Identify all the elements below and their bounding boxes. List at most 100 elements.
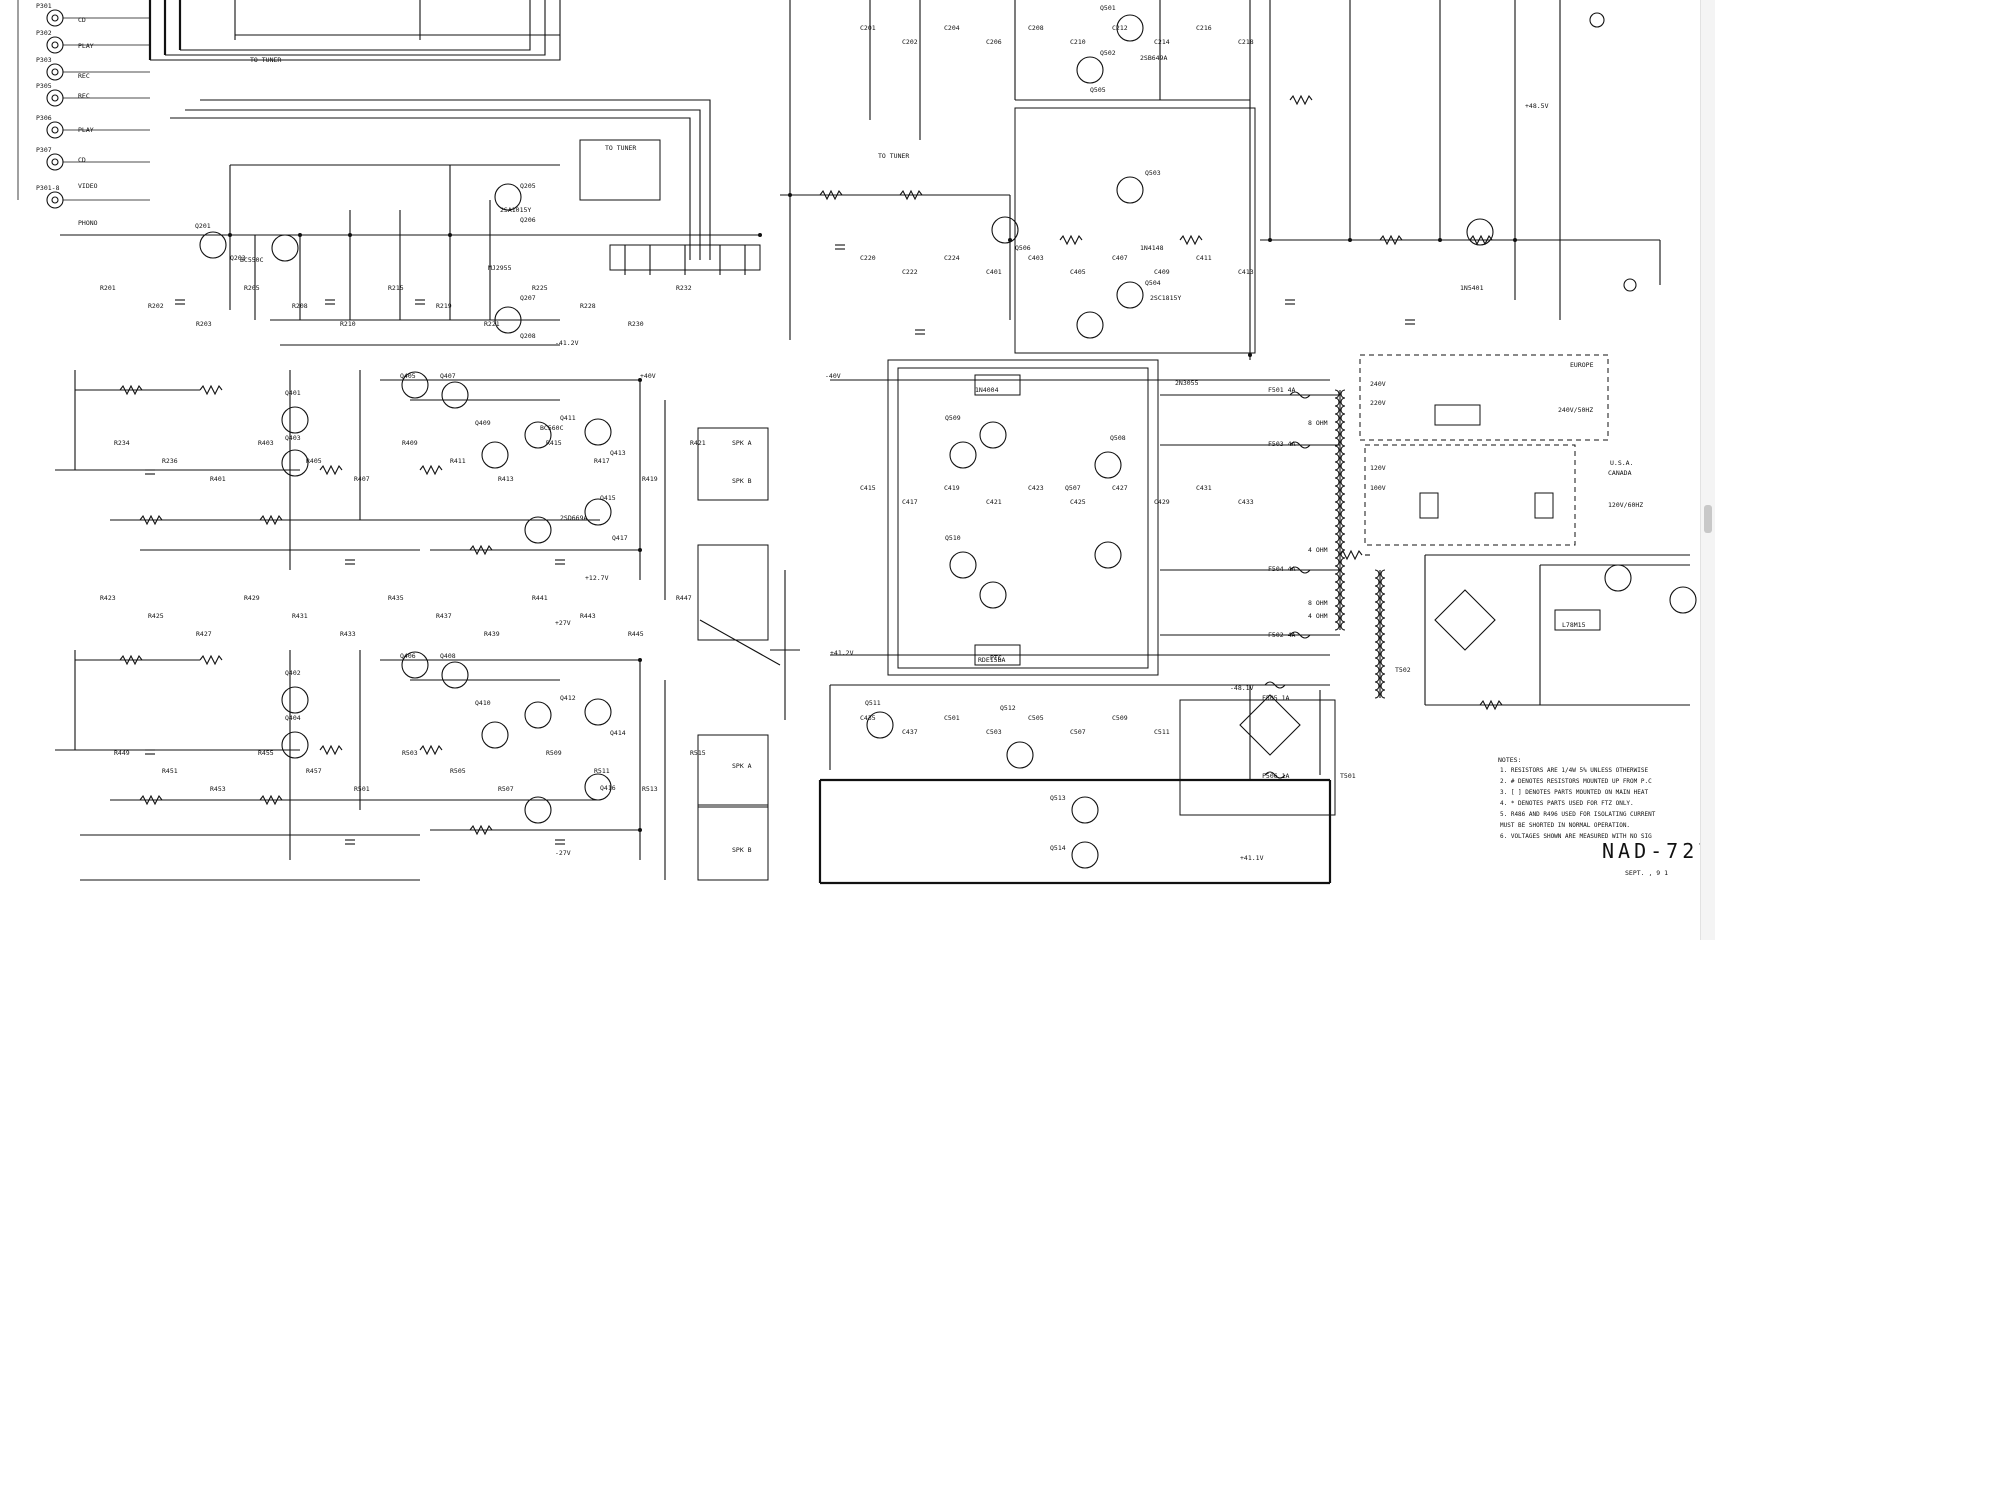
capacitor-ref: C431 <box>1196 484 1212 492</box>
capacitor-ref: C427 <box>1112 484 1128 492</box>
resistor-icon <box>899 189 923 201</box>
resistor-icon <box>1469 234 1493 246</box>
resistor-icon <box>119 654 143 666</box>
tap-240: 240V <box>1370 380 1386 388</box>
resistor-ref: R208 <box>292 302 308 310</box>
transistor-ref: Q511 <box>865 699 881 707</box>
resistor-ref: R225 <box>532 284 548 292</box>
resistor-ref: R232 <box>676 284 692 292</box>
tuner-label: TO TUNER <box>605 144 636 152</box>
voltage-rail: -27V <box>555 849 571 857</box>
rca-jack-center-icon <box>51 158 59 166</box>
jack-id: P301-8 <box>36 184 60 192</box>
resistor-icon <box>259 794 283 806</box>
voltage-rail: +27V <box>555 619 571 627</box>
capacitor-ref: C201 <box>860 24 876 32</box>
resistor-icon <box>1479 699 1503 711</box>
speaker-label: SPK A <box>732 439 752 447</box>
part-number: RDE15BA <box>978 656 1005 664</box>
capacitor-ref: C501 <box>944 714 960 722</box>
resistor-ref: R236 <box>162 457 178 465</box>
tap-100: 100V <box>1370 484 1386 492</box>
resistor-ref: R513 <box>642 785 658 793</box>
fuse-label: F502 4A <box>1268 631 1295 639</box>
transformer-t502: T502 <box>1395 666 1411 674</box>
junction-dot <box>348 233 352 237</box>
voltage-rail: +12.7V <box>585 574 609 582</box>
region-europe: EUROPE <box>1570 361 1594 369</box>
capacitor-ref: C417 <box>902 498 918 506</box>
capacitor-ref: C212 <box>1112 24 1128 32</box>
resistor-ref: R455 <box>258 749 274 757</box>
resistor-icon <box>199 654 223 666</box>
vertical-scrollbar[interactable] <box>1700 0 1715 940</box>
resistor-icon <box>119 384 143 396</box>
part-number: 1N4148 <box>1140 244 1164 252</box>
fuse-label: F506 1A <box>1262 772 1289 780</box>
capacitor-ref: C503 <box>986 728 1002 736</box>
transistor-ref: Q508 <box>1110 434 1126 442</box>
speaker-label: SPK B <box>732 477 752 485</box>
junction-dot <box>1268 238 1272 242</box>
rca-jack-icon <box>46 153 64 171</box>
part-number: MJ2955 <box>488 264 512 272</box>
transistor-ref: Q513 <box>1050 794 1066 802</box>
voltage-rail: +48.5V <box>1525 102 1549 110</box>
jack-label: PLAY <box>78 126 94 134</box>
resistor-ref: R447 <box>676 594 692 602</box>
note-item: 4. * DENOTES PARTS USED FOR FTZ ONLY. <box>1500 800 1634 807</box>
transistor-ref: Q402 <box>285 669 301 677</box>
jack-label: REC <box>78 72 90 80</box>
resistor-ref: R423 <box>100 594 116 602</box>
resistor-ref: R451 <box>162 767 178 775</box>
resistor-icon <box>1339 549 1363 561</box>
capacitor-ref: C220 <box>860 254 876 262</box>
part-number: 2SD669A <box>560 514 587 522</box>
drawing-title: NAD-727 <box>1602 839 1714 863</box>
capacitor-ref: C206 <box>986 38 1002 46</box>
mains-europe: 240V/50HZ <box>1558 406 1593 414</box>
resistor-ref: R439 <box>484 630 500 638</box>
part-number: 2N3055 <box>1175 379 1199 387</box>
jack-label: PHONO <box>78 219 98 227</box>
phono-preamp <box>60 139 761 346</box>
note-item: 6. VOLTAGES SHOWN ARE MEASURED WITH NO S… <box>1500 833 1652 840</box>
resistor-ref: R433 <box>340 630 356 638</box>
junction-dot <box>298 233 302 237</box>
tap-220: 220V <box>1370 399 1386 407</box>
title-block: NAD-727 SEPT. , 9 1 <box>1602 839 1714 877</box>
note-item: 5. R486 AND R496 USED FOR ISOLATING CURR… <box>1500 811 1656 818</box>
regulator-label: L78M15 <box>1562 621 1586 629</box>
junction-dot <box>1513 238 1517 242</box>
region-usa: U.S.A. <box>1610 459 1633 467</box>
transistor-ref: Q502 <box>1100 49 1116 57</box>
transistor-ref: Q415 <box>600 494 616 502</box>
ohm-label: 8 OHM <box>1308 599 1328 607</box>
resistor-ref: R228 <box>580 302 596 310</box>
resistor-icon <box>199 384 223 396</box>
jack-label: CD <box>78 156 86 164</box>
resistor-ref: R419 <box>642 475 658 483</box>
output-stage <box>830 359 1346 676</box>
resistor-ref: R449 <box>114 749 130 757</box>
transistor-ref: Q205 <box>520 182 536 190</box>
jack-id: P302 <box>36 29 52 37</box>
resistor-ref: R431 <box>292 612 308 620</box>
scrollbar-thumb[interactable] <box>1704 505 1712 533</box>
rca-jack-icon <box>46 36 64 54</box>
transistor-ref: Q501 <box>1100 4 1116 12</box>
part-number: 2SC1815Y <box>1150 294 1181 302</box>
junction-dot <box>1438 238 1442 242</box>
jack-label: VIDEO <box>78 182 98 190</box>
input-section: P301P302P303P305P306P307P301-8CDPLAYRECR… <box>17 0 711 260</box>
tuner-label: TO TUNER <box>878 152 909 160</box>
capacitor-ref: C218 <box>1238 38 1254 46</box>
fuse-label: F501 4A <box>1268 386 1295 394</box>
capacitor-ref: C437 <box>902 728 918 736</box>
capacitor-ref: C421 <box>986 498 1002 506</box>
tuner-label: TO TUNER <box>250 56 281 64</box>
voltage-rail: +40V <box>640 372 656 380</box>
transistor-ref: Q417 <box>612 534 628 542</box>
capacitor-ref: C429 <box>1154 498 1170 506</box>
resistor-ref: R501 <box>354 785 370 793</box>
